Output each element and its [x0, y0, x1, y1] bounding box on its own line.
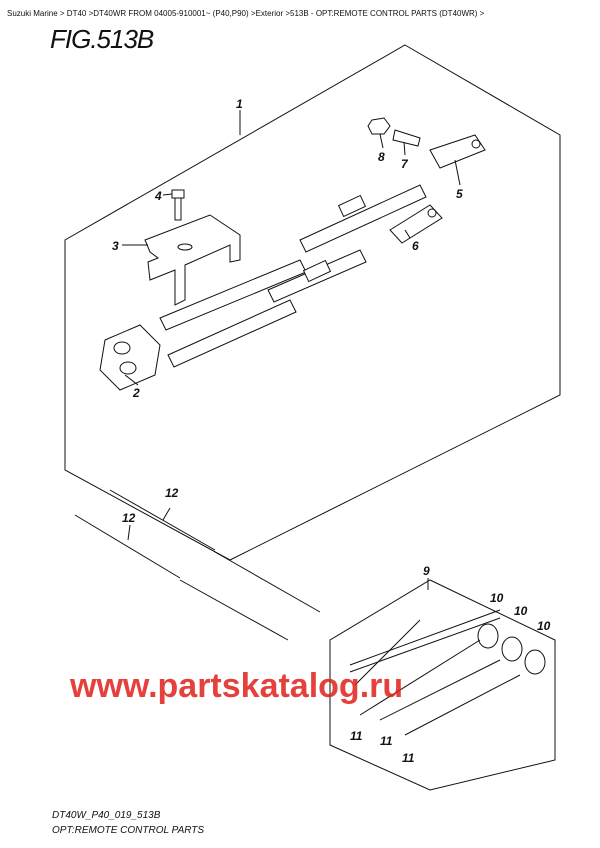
- nut-part-8: [367, 117, 391, 135]
- callout-12a: 12: [165, 486, 179, 500]
- callout-8: 8: [378, 150, 385, 164]
- rod-end-part-6: [389, 204, 443, 244]
- screw-part-11: [359, 639, 521, 736]
- callout-7: 7: [401, 157, 409, 171]
- watermark: www.partskatalog.ru: [69, 667, 403, 705]
- callout-9: 9: [423, 564, 430, 578]
- callout-11a: 11: [350, 729, 363, 743]
- callout-10c: 10: [537, 619, 551, 633]
- bracket-part-3: [144, 214, 241, 306]
- callout-6: 6: [412, 239, 419, 253]
- callout-5: 5: [456, 187, 463, 201]
- kit-box-1: [64, 44, 561, 561]
- callout-1: 1: [236, 97, 243, 111]
- callout-11c: 11: [402, 751, 415, 765]
- bolt-part-4: [171, 189, 185, 221]
- control-cable-part-12: [74, 489, 321, 641]
- cable-assembly: [159, 184, 427, 368]
- bolt-part-7: [392, 129, 421, 147]
- breadcrumb[interactable]: Suzuki Marine > DT40 >DT40WR FROM 04005-…: [7, 9, 485, 18]
- grommet-part-2: [99, 324, 161, 391]
- drawing-caption: OPT:REMOTE CONTROL PARTS: [52, 825, 205, 836]
- callout-12b: 12: [122, 511, 136, 525]
- drawing-code: DT40W_P40_019_513B: [52, 810, 161, 821]
- callout-10b: 10: [514, 604, 528, 618]
- figure-title: FIG.513B: [50, 24, 154, 54]
- leader-lines: [122, 110, 461, 386]
- rod-end-part-5: [429, 134, 486, 169]
- kit-box-9: [329, 579, 556, 791]
- spacer-part-10: [477, 623, 546, 675]
- callout-10a: 10: [490, 591, 504, 605]
- cable-tie-part-9: [349, 578, 501, 686]
- callout-3: 3: [112, 239, 119, 253]
- callout-2: 2: [132, 386, 140, 400]
- callout-11b: 11: [380, 734, 393, 748]
- callout-4: 4: [154, 189, 162, 203]
